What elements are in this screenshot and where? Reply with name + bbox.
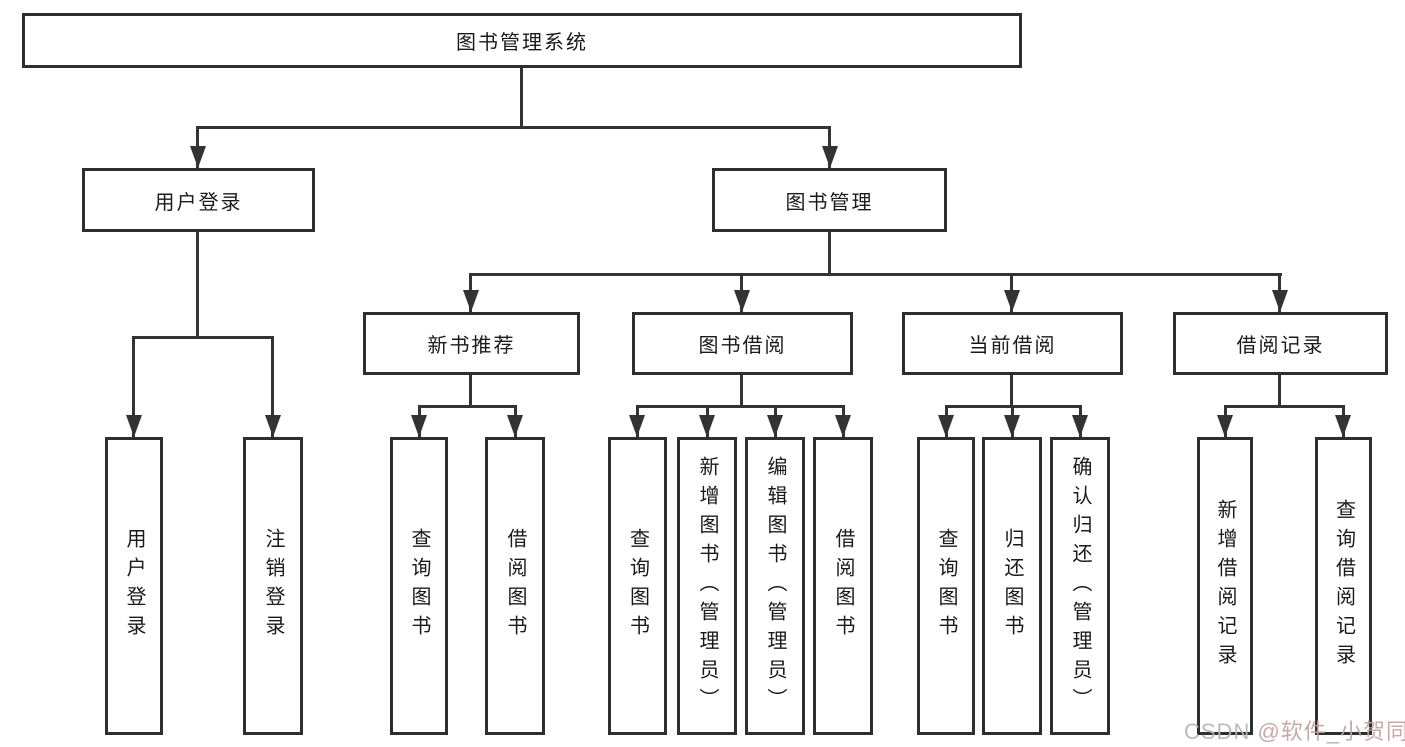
leaf-nb-query-books-label: 查询图书 — [408, 528, 430, 644]
arrowhead-down-icon — [767, 415, 783, 437]
arrowhead-down-icon — [507, 415, 523, 437]
connector-line — [520, 68, 523, 128]
arrowhead-down-icon — [822, 146, 838, 168]
leaf-br-add-record: 新增借阅记录 — [1197, 437, 1253, 735]
leaf-cb-confirm-return-admin: 确认归还（管理员） — [1050, 437, 1110, 735]
csdn-watermark-prefix: CSDN — [1184, 719, 1258, 744]
node-new-book-recommend: 新书推荐 — [363, 312, 580, 375]
leaf-cb-return-books-label: 归还图书 — [1001, 528, 1023, 644]
arrowhead-down-icon — [1004, 415, 1020, 437]
node-current-borrow: 当前借阅 — [902, 312, 1123, 375]
arrowhead-down-icon — [1004, 290, 1020, 312]
arrowhead-down-icon — [1272, 290, 1288, 312]
arrowhead-down-icon — [734, 290, 750, 312]
connector-line — [132, 336, 135, 437]
leaf-cb-query-books-label: 查询图书 — [935, 528, 957, 644]
arrowhead-down-icon — [1335, 415, 1351, 437]
connector-line — [196, 232, 199, 338]
connector-line — [271, 336, 274, 437]
node-user-login: 用户登录 — [82, 168, 315, 232]
leaf-bb-borrow-books-label: 借阅图书 — [832, 528, 854, 644]
connector-line — [470, 273, 1282, 276]
leaf-bb-borrow-books: 借阅图书 — [813, 437, 873, 735]
node-root: 图书管理系统 — [22, 13, 1022, 68]
leaf-cb-confirm-return-admin-label: 确认归还（管理员） — [1069, 455, 1091, 717]
node-borrow-records: 借阅记录 — [1173, 312, 1388, 375]
leaf-user-login: 用户登录 — [105, 437, 163, 735]
node-root-label: 图书管理系统 — [456, 32, 588, 54]
arrowhead-down-icon — [411, 415, 427, 437]
node-book-borrow: 图书借阅 — [632, 312, 853, 375]
arrowhead-down-icon — [835, 415, 851, 437]
arrowhead-down-icon — [265, 415, 281, 437]
csdn-watermark-user: @软件_小贺同学 — [1257, 719, 1405, 744]
node-book-management: 图书管理 — [712, 168, 947, 232]
connector-line — [418, 405, 517, 408]
leaf-cb-query-books: 查询图书 — [917, 437, 975, 735]
leaf-nb-borrow-books: 借阅图书 — [485, 437, 545, 735]
leaf-br-query-record-label: 查询借阅记录 — [1332, 499, 1355, 673]
leaf-br-add-record-label: 新增借阅记录 — [1214, 499, 1236, 673]
leaf-logout-label: 注销登录 — [262, 528, 284, 644]
connector-line — [636, 405, 845, 408]
leaf-nb-query-books: 查询图书 — [390, 437, 448, 735]
leaf-nb-borrow-books-label: 借阅图书 — [504, 528, 526, 644]
arrowhead-down-icon — [463, 290, 479, 312]
csdn-watermark: CSDN @软件_小贺同学 — [1184, 714, 1405, 746]
arrowhead-down-icon — [699, 415, 715, 437]
connector-line — [740, 375, 743, 406]
connector-line — [1278, 375, 1281, 406]
node-book-borrow-label: 图书借阅 — [698, 335, 787, 357]
leaf-logout: 注销登录 — [243, 437, 303, 735]
leaf-bb-query-books-label: 查询图书 — [626, 528, 649, 644]
leaf-bb-add-books-admin: 新增图书（管理员） — [677, 437, 737, 735]
leaf-bb-add-books-admin-label: 新增图书（管理员） — [696, 455, 718, 717]
arrowhead-down-icon — [190, 146, 206, 168]
connector-line — [197, 126, 831, 129]
leaf-br-query-record: 查询借阅记录 — [1315, 437, 1372, 735]
node-book-management-label: 图书管理 — [785, 191, 874, 214]
node-current-borrow-label: 当前借阅 — [968, 335, 1057, 357]
leaf-bb-edit-books-admin: 编辑图书（管理员） — [745, 437, 805, 735]
node-user-login-label: 用户登录 — [154, 191, 243, 214]
arrowhead-down-icon — [938, 415, 954, 437]
leaf-user-login-label: 用户登录 — [123, 528, 145, 644]
leaf-bb-query-books: 查询图书 — [608, 437, 667, 735]
connector-line — [133, 336, 274, 339]
connector-line — [828, 232, 831, 275]
node-new-book-recommend-label: 新书推荐 — [427, 335, 516, 357]
connector-line — [469, 375, 472, 406]
arrowhead-down-icon — [629, 415, 645, 437]
arrowhead-down-icon — [1217, 415, 1233, 437]
connector-line — [1010, 375, 1013, 406]
leaf-bb-edit-books-admin-label: 编辑图书（管理员） — [764, 455, 786, 717]
arrowhead-down-icon — [1072, 415, 1088, 437]
leaf-cb-return-books: 归还图书 — [982, 437, 1042, 735]
connector-line — [1224, 405, 1345, 408]
arrowhead-down-icon — [126, 415, 142, 437]
node-borrow-records-label: 借阅记录 — [1236, 335, 1325, 357]
